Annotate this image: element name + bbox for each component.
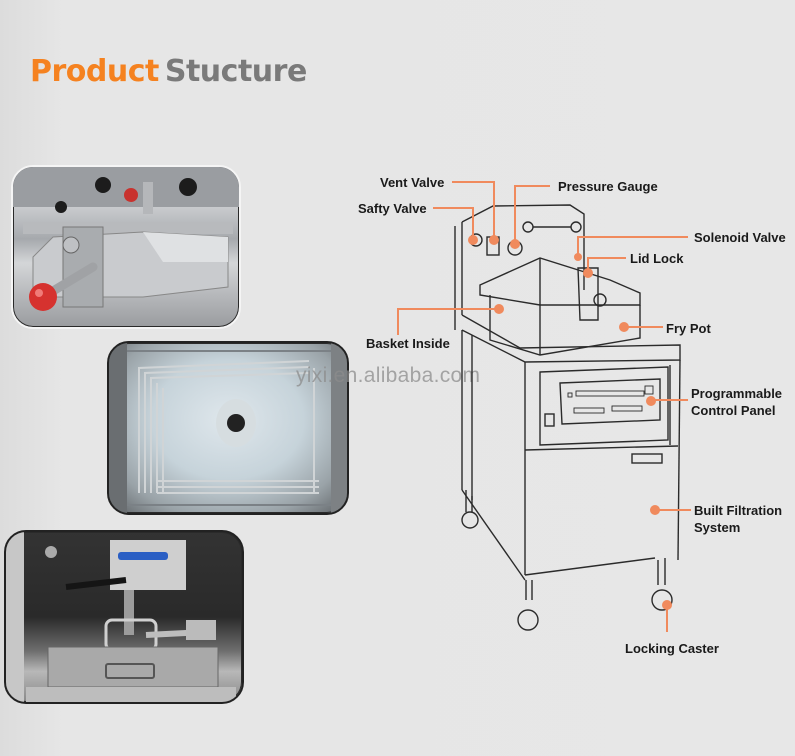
label-control-panel-line2: Control Panel (691, 403, 776, 418)
label-lid-lock: Lid Lock (630, 251, 684, 266)
basket-inside-photo (107, 341, 349, 515)
label-control-panel: Programmable Control Panel (691, 385, 782, 419)
callout-dots (468, 235, 672, 610)
label-solenoid-valve: Solenoid Valve (694, 230, 786, 245)
label-control-panel-line1: Programmable (691, 386, 783, 401)
label-fry-pot: Fry Pot (666, 321, 711, 336)
watermark: yixi.en.alibaba.com (296, 364, 481, 387)
label-filtration-line1: Built Filtration (694, 503, 783, 518)
label-locking-caster: Locking Caster (625, 641, 719, 656)
title-rest: Stucture (164, 54, 307, 89)
label-safty-valve: Safty Valve (358, 201, 427, 216)
lid-lock-closeup-photo (11, 165, 241, 329)
filtration-system-photo (4, 530, 244, 704)
label-basket-inside: Basket Inside (366, 336, 450, 351)
title-highlight: Product (30, 54, 159, 89)
callout-lines (397, 181, 691, 632)
label-pressure-gauge: Pressure Gauge (558, 179, 658, 194)
label-vent-valve: Vent Valve (380, 175, 445, 190)
label-filtration-line2: System (694, 520, 741, 535)
control-panel-buttons (567, 385, 654, 414)
fryer-outline (454, 204, 681, 631)
label-filtration: Built Filtration System (694, 502, 782, 536)
